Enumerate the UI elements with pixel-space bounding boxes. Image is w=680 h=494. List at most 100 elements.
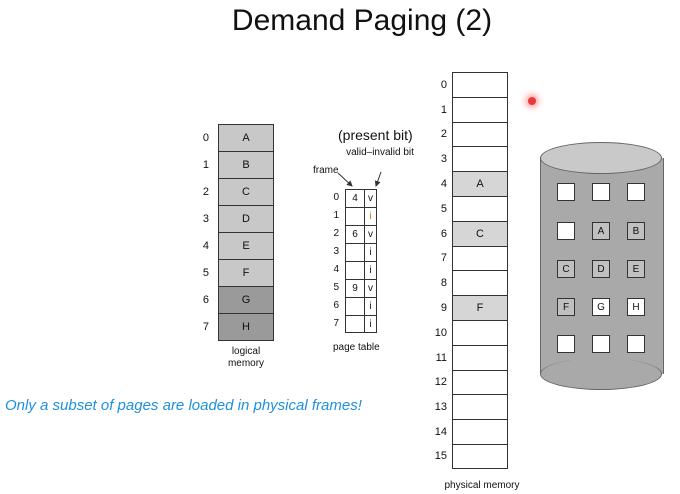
frame: 11 [436,344,508,370]
bit-arrow [374,171,382,187]
disk-block [592,335,610,353]
frame: 3 [441,146,508,172]
page-label: B [242,159,250,171]
frame-index: 8 [440,277,447,290]
frame: 7 [441,245,508,271]
row-index: 2 [333,228,339,239]
disk-block: G [592,298,610,316]
valid-bit: i [365,261,377,279]
disk-top [540,142,662,174]
valid-bit: v [365,189,377,207]
disk-block [627,183,645,201]
frame-index: 13 [434,401,447,414]
frame-index: 11 [435,351,447,364]
frame: 0 [441,72,508,97]
frame-number [345,261,365,279]
laser-pointer-dot [528,97,536,105]
disk-block [627,335,645,353]
page-label: D [242,213,250,225]
frame-number [345,243,365,261]
frame-index: 15 [434,450,447,463]
page-table-label: page table [333,342,380,353]
disk-bottom [540,358,662,390]
frame-label: F [476,302,484,315]
valid-bit: i [365,315,377,333]
page-index: 7 [202,321,209,333]
slide-title: Demand Paging (2) [231,4,493,37]
frame-index: 2 [440,128,447,141]
disk-block [557,335,575,353]
valid-invalid-bit-label: valid–invalid bit [346,147,414,158]
row-index: 6 [333,300,339,311]
frame-number: 4 [345,189,365,207]
frame-number [345,297,365,315]
present-bit-note: (present bit) [338,127,413,143]
frame: 15 [435,443,508,469]
row-index: 5 [333,282,339,293]
valid-bit: i [365,297,377,315]
disk-backing-store: A B C D E F G H [540,142,664,390]
frame-index: 9 [440,302,447,315]
frame: 13 [435,394,508,420]
frame: 5 [441,195,508,221]
frame: 8 [441,270,508,296]
page-index: 3 [202,213,209,225]
frame-index: 12 [434,376,447,389]
frame-index: 10 [434,326,447,339]
row-index: 3 [333,246,339,257]
frame-index: 14 [434,426,447,439]
page-label: A [242,132,250,144]
disk-block: A [592,222,610,240]
row-index: 1 [333,210,339,221]
frame-index: 6 [440,227,447,240]
frame-index: 1 [440,103,447,116]
valid-bit: i [365,243,377,261]
frame: 12 [435,369,508,395]
disk-block: B [627,222,645,240]
page-index: 4 [202,240,209,252]
slide-caption: Only a subset of pages are loaded in phy… [5,397,362,414]
disk-block: C [557,260,575,278]
page-index: 0 [202,132,209,144]
disk-block: D [592,260,610,278]
physical-memory-label: physical memory [444,480,520,491]
page-label: F [242,267,250,279]
page-index: 2 [202,186,209,198]
frame: 14 [435,419,508,444]
frame-index: 7 [440,252,447,265]
frame-label: C [476,227,484,240]
page-label: C [242,186,250,198]
frame-arrow [337,172,353,187]
disk-block [557,222,575,240]
frame-number [345,207,365,225]
disk-block: E [627,260,645,278]
logical-memory-label: logical memory [227,346,265,369]
disk-block: H [627,298,645,316]
frame-index: 0 [440,78,447,91]
frame-number: 6 [345,225,365,243]
frame-index: 3 [440,153,447,166]
valid-bit: i [365,207,377,225]
valid-bit: v [365,279,377,297]
